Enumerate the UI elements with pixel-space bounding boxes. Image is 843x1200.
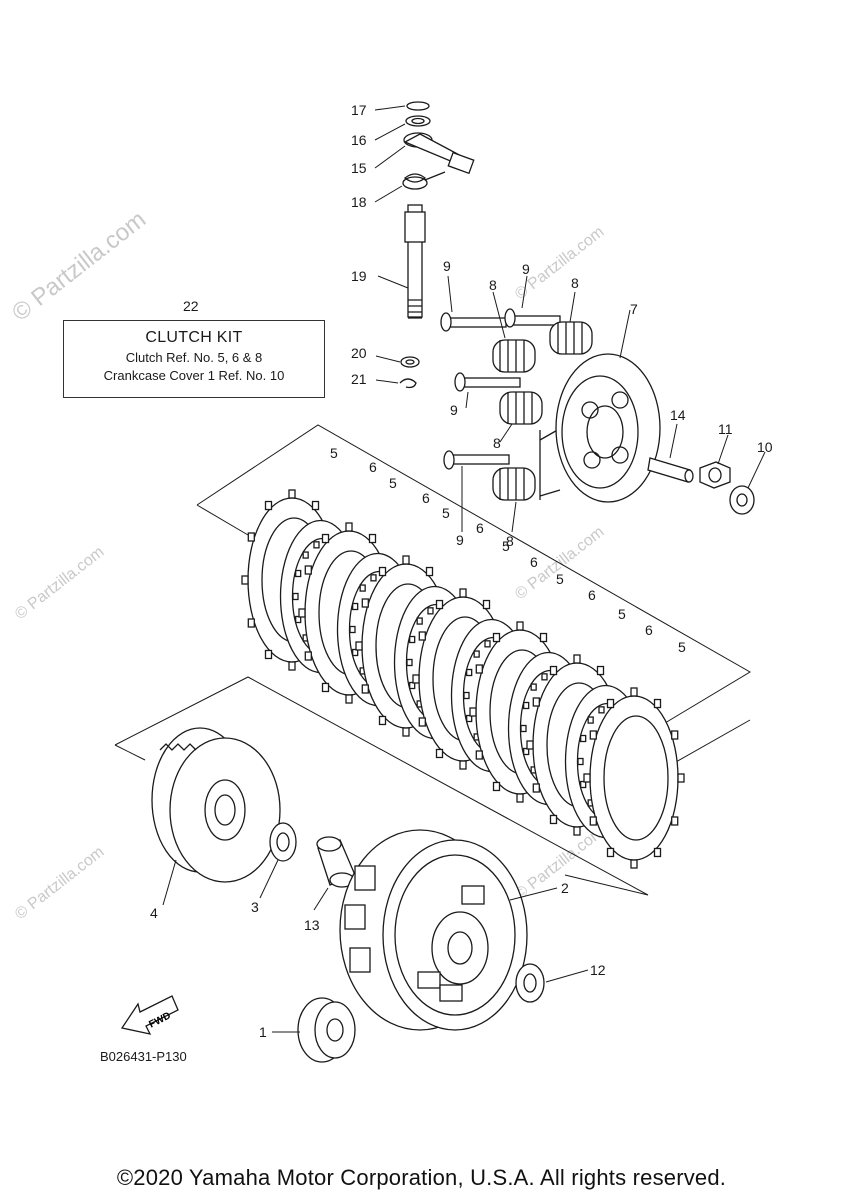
callout-8: 8 [493, 435, 501, 451]
thrust-washer [269, 822, 297, 862]
watermark-main: © Partzilla.com [7, 206, 151, 327]
basket-box [114, 676, 649, 896]
clutch-plates [241, 489, 685, 869]
callout-14: 14 [670, 407, 686, 423]
callout-20: 20 [351, 345, 367, 361]
pressure-plate-assembly [440, 308, 755, 515]
callout-8: 8 [506, 533, 514, 549]
diagram-code: B026431-P130 [100, 1049, 187, 1064]
callout-18: 18 [351, 194, 367, 210]
clutch-kit-line-1: Clutch Ref. No. 5, 6 & 8 [125, 350, 263, 365]
callout-5: 5 [442, 505, 450, 521]
callout-1: 1 [259, 1024, 267, 1040]
callout-5: 5 [618, 606, 626, 622]
callout-15: 15 [351, 160, 367, 176]
callout-6: 6 [369, 459, 377, 475]
clutch-boss [151, 727, 281, 883]
callout-21: 21 [351, 371, 367, 387]
callout-5: 5 [678, 639, 686, 655]
watermark-repeat: © Partzilla.com [512, 823, 607, 903]
callout-16: 16 [351, 132, 367, 148]
callout-5: 5 [502, 538, 510, 554]
callout-9: 9 [456, 532, 464, 548]
callout-5: 5 [389, 475, 397, 491]
callout-6: 6 [645, 622, 653, 638]
callout-11: 11 [718, 421, 733, 437]
shift-assembly [399, 101, 475, 389]
callout-17: 17 [351, 102, 367, 118]
callout-5: 5 [330, 445, 338, 461]
clutch-kit-line-2: Crankcase Cover 1 Ref. No. 10 [103, 368, 285, 383]
bushing [316, 836, 356, 888]
callout-5: 5 [556, 571, 564, 587]
callout-7: 7 [630, 301, 638, 317]
callout-8: 8 [489, 277, 497, 293]
callout-6: 6 [422, 490, 430, 506]
fwd-arrow-icon: FWD [120, 995, 179, 1035]
clutch-kit-box: CLUTCH KIT Clutch Ref. No. 5, 6 & 8 Cran… [63, 320, 325, 398]
callout-9: 9 [450, 402, 458, 418]
callout-9: 9 [443, 258, 451, 274]
callout-22: 22 [183, 298, 199, 314]
clutch-kit-title: CLUTCH KIT [145, 329, 243, 346]
clutch-housing [339, 829, 528, 1031]
callout-8: 8 [571, 275, 579, 291]
callout-10: 10 [757, 439, 773, 455]
watermark-repeat: © Partzilla.com [12, 543, 107, 623]
callout-13: 13 [304, 917, 320, 933]
copyright-footer: ©2020 Yamaha Motor Corporation, U.S.A. A… [116, 1165, 727, 1190]
callout-9: 9 [522, 261, 530, 277]
callout-2: 2 [561, 880, 569, 896]
leader-lines [162, 105, 766, 1033]
washer-12 [515, 963, 545, 1003]
friction-plate [583, 687, 685, 869]
callout-3: 3 [251, 899, 259, 915]
callout-12: 12 [590, 962, 606, 978]
callout-labels: 17 16 15 18 19 20 21 9 9 8 8 7 9 8 9 8 1… [150, 102, 773, 1040]
watermark-repeat: © Partzilla.com [12, 843, 107, 923]
callout-6: 6 [588, 587, 596, 603]
callout-6: 6 [530, 554, 538, 570]
primary-drive-gear [297, 997, 356, 1063]
callout-6: 6 [476, 520, 484, 536]
callout-4: 4 [150, 905, 158, 921]
callout-19: 19 [351, 268, 367, 284]
